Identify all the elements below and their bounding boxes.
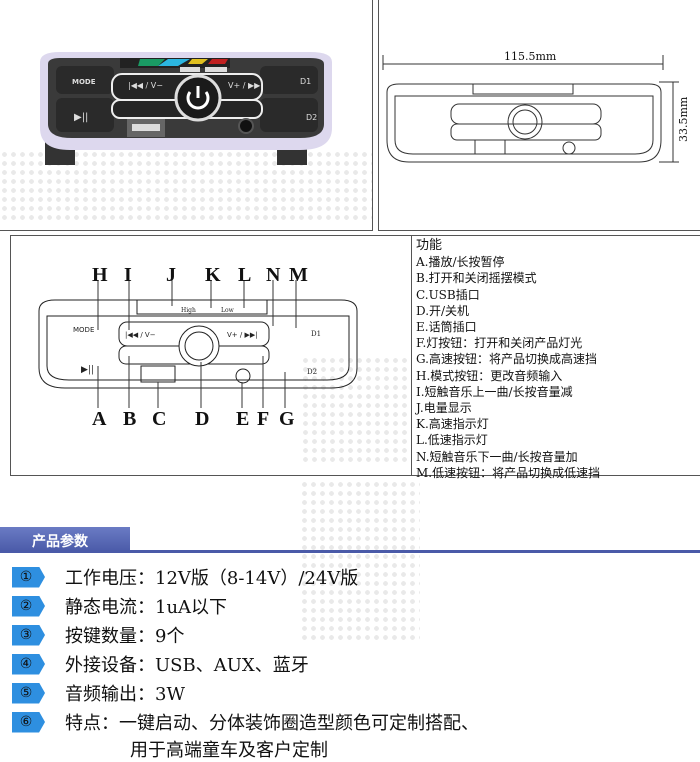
function-item: L.低速指示灯 [416, 433, 488, 448]
product-photo: MODE ▶|| |◀◀ / V− V+ / ▶▶| D1 D2 [40, 52, 332, 165]
svg-text:▶||: ▶|| [74, 112, 88, 123]
svg-text:D2: D2 [306, 113, 317, 122]
svg-text:115.5mm: 115.5mm [504, 50, 557, 63]
function-item: K.高速指示灯 [416, 417, 489, 432]
label-f: F [257, 408, 270, 430]
function-item: E.话筒插口 [416, 320, 477, 335]
params-divider [0, 550, 700, 553]
svg-text:D1: D1 [311, 330, 321, 338]
function-item: N.短触音乐下一曲/长按音量加 [416, 449, 578, 464]
param-continuation: 用于高端童车及客户定制 [130, 740, 328, 761]
function-item: J.电量显示 [416, 401, 472, 416]
function-title: 功能 [416, 238, 443, 253]
label-m: M [289, 264, 308, 286]
label-j: J [166, 264, 176, 286]
svg-text:Low: Low [221, 307, 235, 314]
function-list: 功能 A.播放/长按暂停 B.打开和关闭摇摆模式 C.USB插口 D.开/关机 … [416, 238, 600, 481]
function-list-panel [412, 235, 700, 476]
svg-text:|◀◀ / V−: |◀◀ / V− [128, 81, 163, 90]
svg-text:|◀◀ / V−: |◀◀ / V− [125, 331, 156, 339]
function-diagram: MODE |◀◀ / V− V+ / ▶▶| High Low D1 D2 ▶|… [38, 280, 358, 408]
function-item: B.打开和关闭摇摆模式 [416, 271, 537, 286]
function-item: C.USB插口 [416, 287, 480, 302]
function-item: G.高速按钮：将产品切换成高速挡 [416, 352, 597, 367]
label-n: N [266, 264, 281, 286]
params-heading: 产品参数 [0, 527, 130, 552]
label-l: L [238, 264, 252, 286]
svg-text:MODE: MODE [73, 326, 94, 334]
label-h: H [92, 264, 108, 286]
function-item: I.短触音乐上一曲/长按音量减 [416, 384, 573, 399]
svg-text:33.5mm: 33.5mm [677, 96, 690, 142]
svg-text:V+ / ▶▶|: V+ / ▶▶| [227, 331, 258, 339]
svg-text:D1: D1 [300, 77, 311, 86]
function-item: H.模式按钮：更改音频输入 [416, 368, 563, 383]
label-b: B [123, 408, 137, 430]
svg-text:High: High [181, 307, 196, 314]
svg-text:▶||: ▶|| [81, 365, 94, 375]
dimension-drawing-panel: 115.5mm 33.5mm [378, 0, 700, 231]
product-photo-panel: MODE ▶|| |◀◀ / V− V+ / ▶▶| D1 D2 [0, 0, 373, 231]
label-i: I [124, 264, 132, 286]
svg-text:V+ / ▶▶|: V+ / ▶▶| [228, 81, 263, 90]
svg-text:D2: D2 [307, 368, 317, 376]
function-diagram-panel: MODE |◀◀ / V− V+ / ▶▶| High Low D1 D2 ▶|… [10, 235, 412, 476]
dimension-drawing: 115.5mm 33.5mm [382, 50, 690, 163]
mode-button: MODE [72, 78, 96, 86]
label-c: C [152, 408, 167, 430]
label-g: G [279, 408, 295, 430]
function-item: D.开/关机 [416, 303, 470, 318]
label-a: A [92, 408, 107, 430]
label-e: E [236, 408, 250, 430]
function-item: A.播放/长按暂停 [416, 255, 505, 270]
label-k: K [205, 264, 221, 286]
function-item: M.低速按钮：将产品切换成低速挡 [416, 465, 601, 480]
background-pattern [300, 480, 420, 640]
function-item: F.灯按钮：打开和关闭产品灯光 [416, 336, 583, 351]
label-d: D [195, 408, 210, 430]
